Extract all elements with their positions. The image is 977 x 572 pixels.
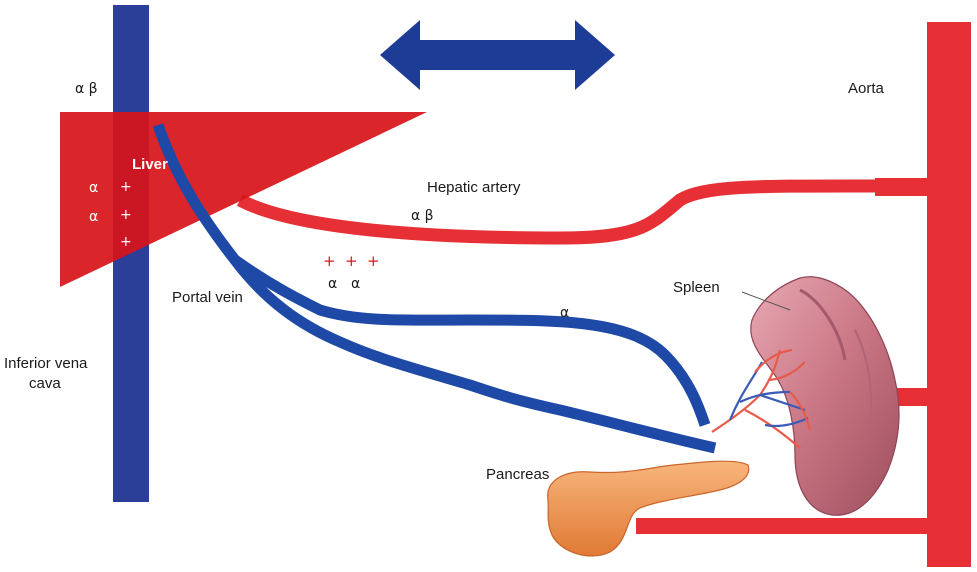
hepatic-artery-receptor-symbols: α β xyxy=(411,208,434,224)
portal-plus-symbol-2: + xyxy=(345,252,358,270)
liver-label: Liver xyxy=(132,156,168,173)
pancreas-label: Pancreas xyxy=(486,466,549,483)
portal-alpha-symbol-1: α xyxy=(328,276,337,292)
pancreas xyxy=(547,460,750,557)
inferior-vena-cava-label-line2: cava xyxy=(29,375,61,392)
hepatic-artery-label: Hepatic artery xyxy=(427,179,521,196)
liver-alpha-symbol-1: α xyxy=(89,180,98,196)
liver-alpha-symbol-2: α xyxy=(89,209,98,225)
inferior-vena-cava-label-line1: Inferior vena xyxy=(4,355,88,372)
portal-alpha-symbol-2: α xyxy=(351,276,360,292)
splenic-hilum-vessels xyxy=(711,348,812,449)
portal-vein-label: Portal vein xyxy=(172,289,243,306)
portal-plus-symbol-1: + xyxy=(323,252,336,270)
spleen-label: Spleen xyxy=(673,279,720,296)
aorta xyxy=(636,22,971,567)
liver-plus-symbol-1: + xyxy=(120,179,132,195)
splenic-vein-alpha-symbol: α xyxy=(560,305,569,321)
portal-vein xyxy=(152,123,717,454)
liver-plus-symbol-2: + xyxy=(120,207,132,223)
spleen xyxy=(741,276,900,516)
hepatic-artery xyxy=(236,179,879,245)
aorta-label: Aorta xyxy=(848,80,885,97)
portal-plus-symbol-3: + xyxy=(367,252,380,270)
liver-plus-symbol-3: + xyxy=(120,234,132,250)
double-headed-arrow xyxy=(380,20,615,90)
liver xyxy=(60,112,427,287)
ivc-receptor-symbols: α β xyxy=(75,81,98,97)
